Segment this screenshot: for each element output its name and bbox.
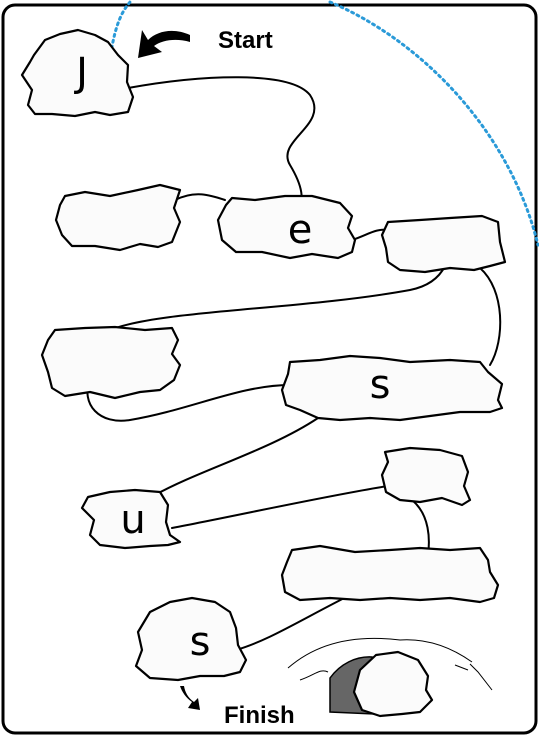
stone-3: e [218,196,355,258]
finish-label: Finish [224,702,295,729]
stone-2 [56,185,180,250]
start-label: Start [218,27,273,54]
stone-4 [382,216,505,272]
stone-letter: u [120,497,145,543]
stone-letter: s [190,619,211,665]
stone-letter: s [370,362,391,408]
stone-5 [42,327,180,398]
stone-letter: J [73,50,88,96]
stone-7: u [82,490,180,548]
stone-9 [282,546,498,602]
stone-6: s [282,356,502,420]
stone-letter: e [288,207,313,253]
stone-8 [382,448,470,505]
